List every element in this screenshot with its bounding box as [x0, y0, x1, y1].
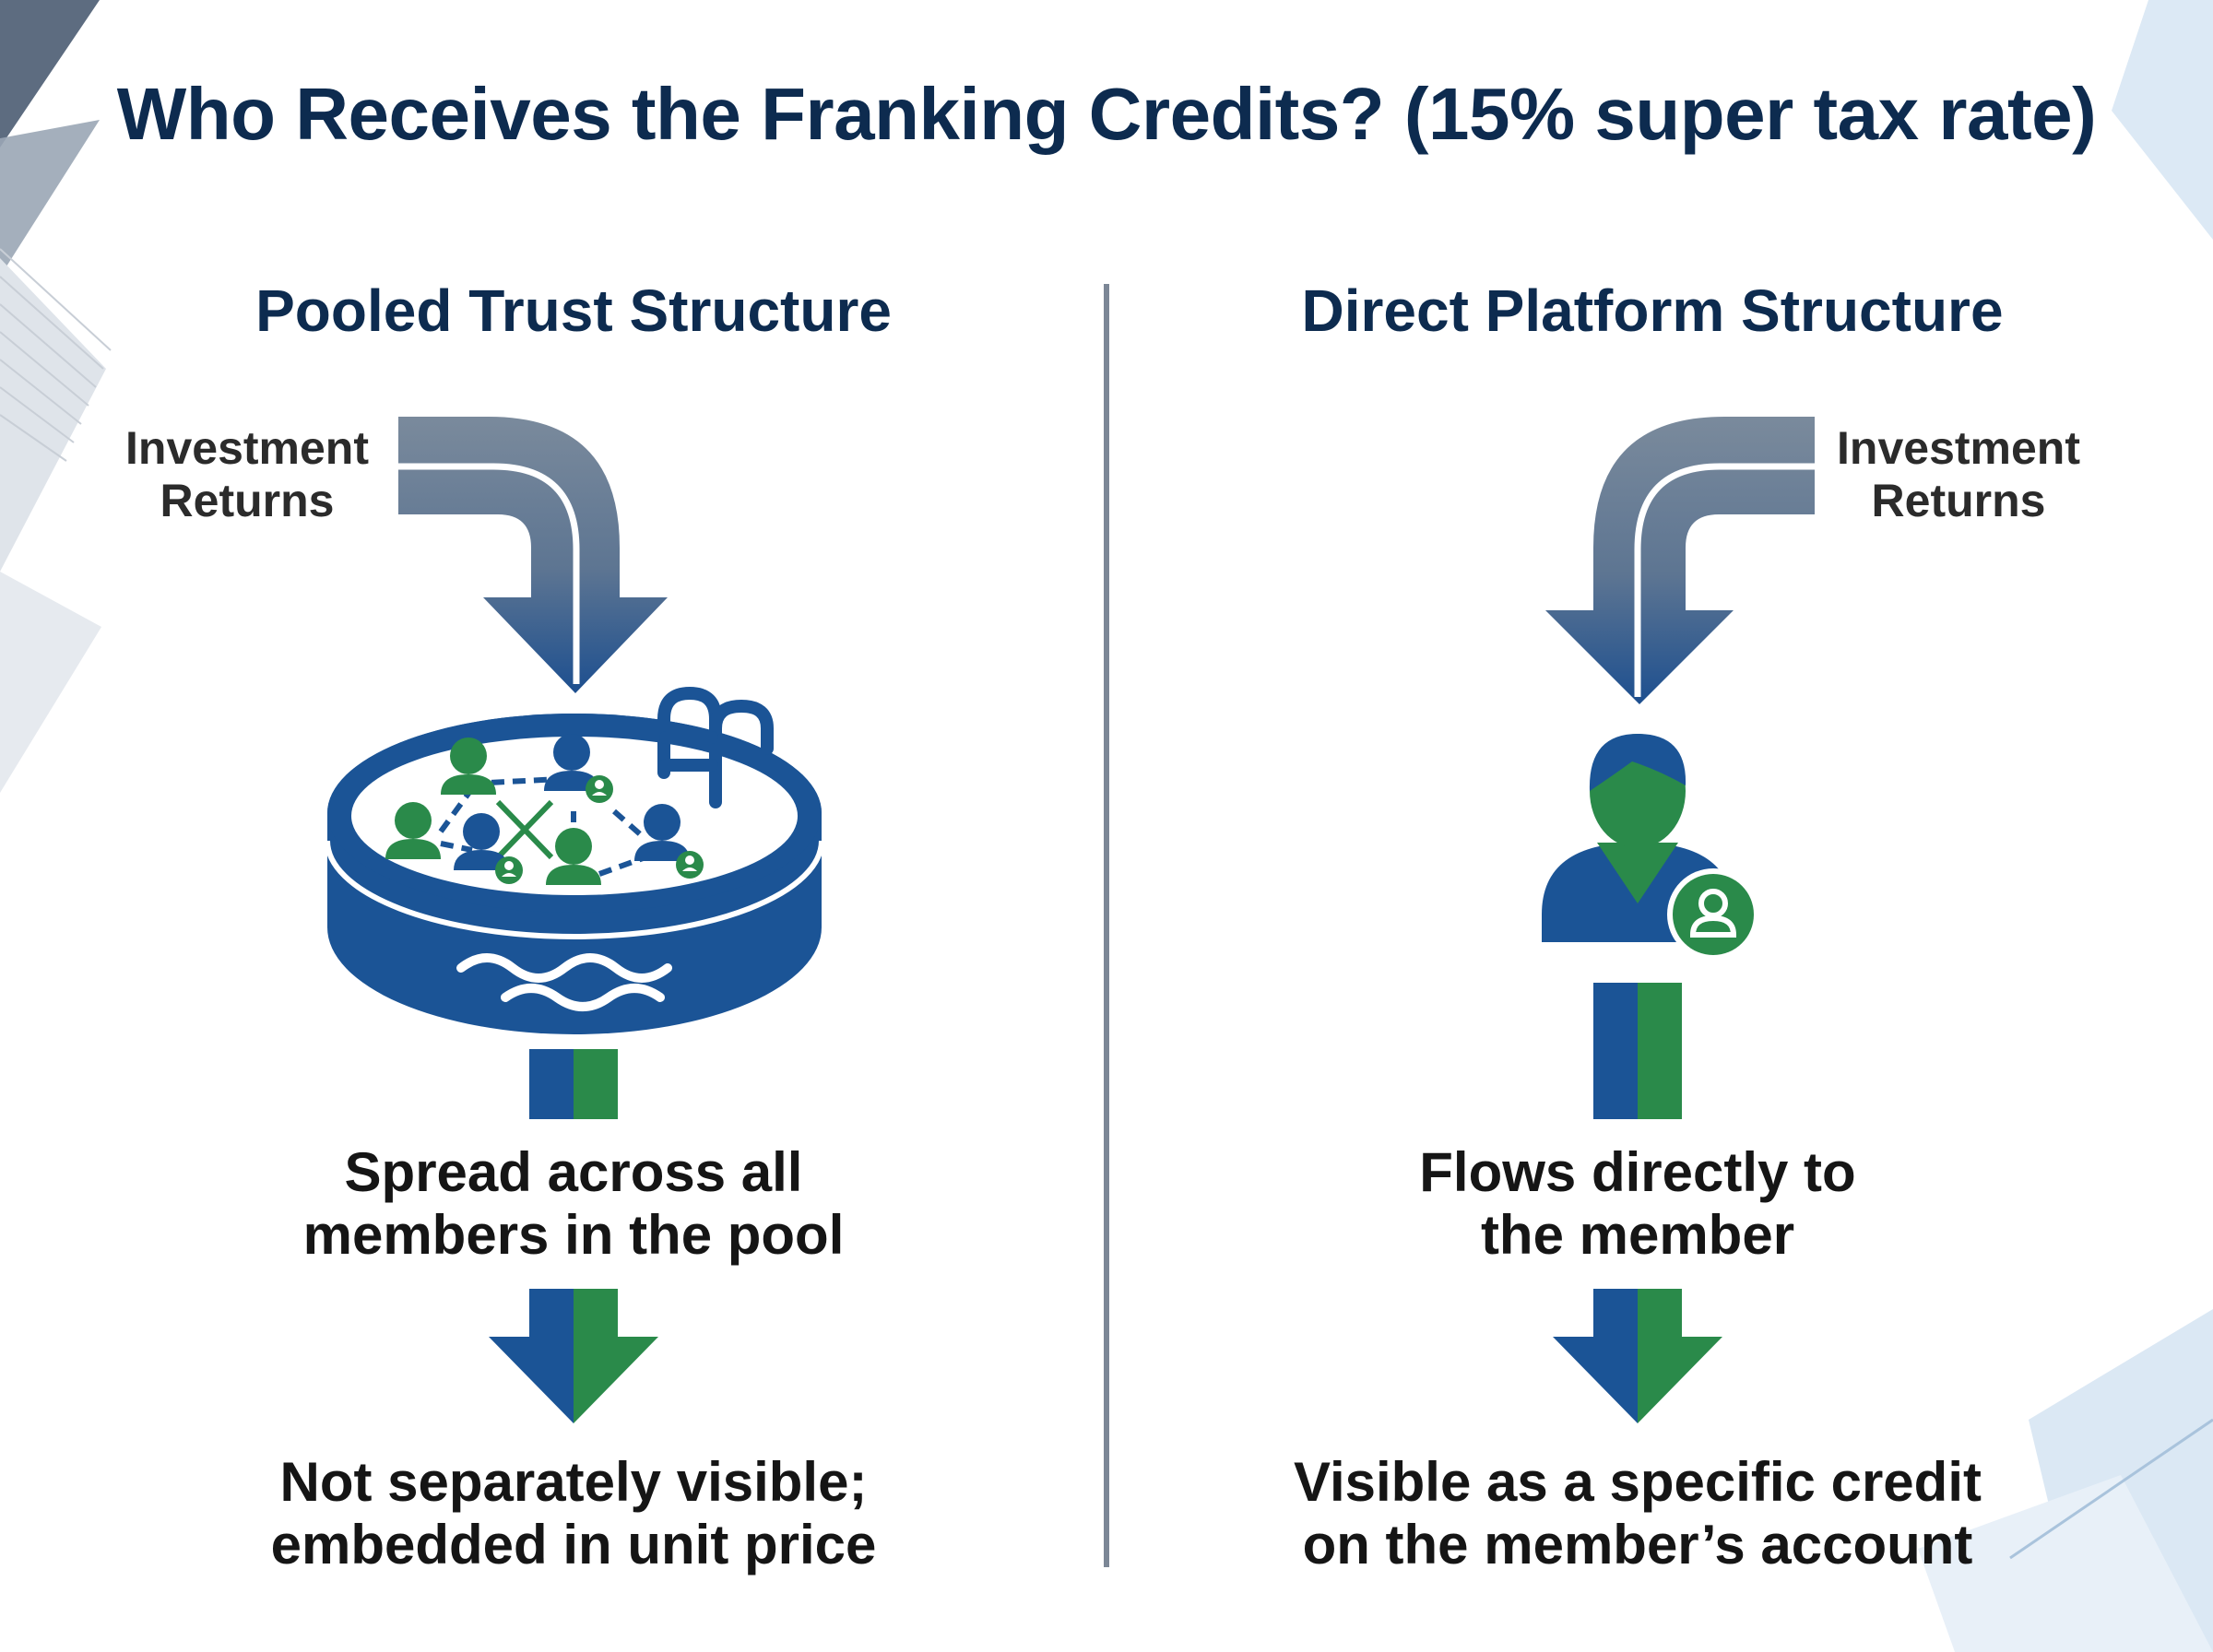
column-divider — [1104, 284, 1109, 1567]
corner-shape-left-1 — [0, 120, 100, 277]
member-person-icon — [385, 802, 441, 859]
corner-lines-left — [0, 248, 112, 462]
investment-returns-label-right: Investment Returns — [1837, 422, 2080, 526]
corner-shape-top-left — [0, 0, 100, 148]
investment-returns-arrow-icon-right — [1545, 417, 1815, 704]
pooled-step2-text: Not separately visible; embedded in unit… — [270, 1451, 877, 1575]
direct-step1-text: Flows directly to the member — [1419, 1141, 1856, 1266]
member-person-icon — [634, 804, 690, 861]
member-person-icon — [441, 738, 496, 795]
member-person-icon — [546, 828, 601, 885]
arrow-icon-left — [489, 1289, 658, 1423]
direct-platform-heading: Direct Platform Structure — [1301, 277, 2004, 344]
arrow-icon-right — [1553, 1289, 1722, 1423]
corner-line-bottom-right — [2009, 1418, 2213, 1560]
pooled-trust-heading: Pooled Trust Structure — [255, 277, 892, 344]
member-badge-icon — [495, 856, 523, 884]
member-badge-icon — [1667, 868, 1759, 961]
member-icon — [1542, 734, 1759, 961]
direct-step2-text: Visible as a specific credit on the memb… — [1294, 1451, 1982, 1575]
member-badge-icon — [586, 775, 613, 803]
flow-bar-left — [529, 1049, 618, 1119]
corner-shape-left-2 — [0, 258, 106, 572]
corner-shape-top-right — [2112, 0, 2213, 240]
corner-shape-left-3 — [0, 572, 101, 793]
flow-bar-right — [1593, 983, 1682, 1119]
member-badge-icon — [676, 851, 704, 879]
pooled-step1-text: Spread across all members in the pool — [302, 1141, 845, 1266]
page-title: Who Receives the Franking Credits? (15% … — [116, 73, 2097, 155]
investment-returns-arrow-icon-left — [398, 417, 668, 693]
investment-returns-label-left: Investment Returns — [125, 422, 369, 526]
member-person-icon — [454, 813, 509, 870]
corner-shape-bottom-right-2 — [1918, 1475, 2213, 1652]
pool-icon — [325, 686, 824, 1034]
member-person-icon — [544, 734, 599, 791]
